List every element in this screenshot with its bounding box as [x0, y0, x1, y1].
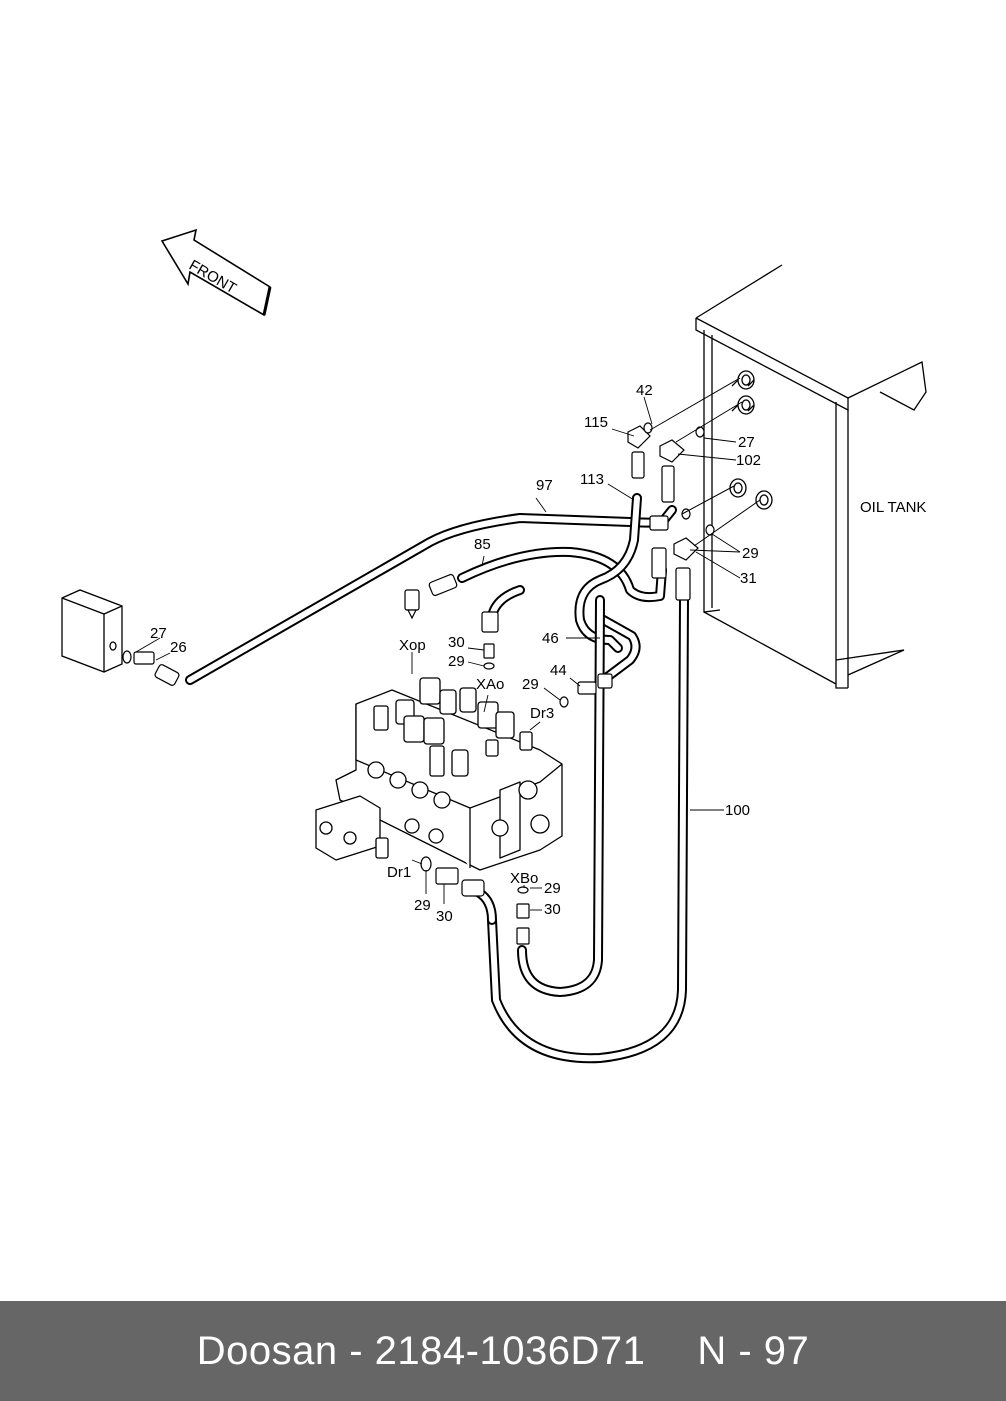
callout-102: 102 — [736, 452, 761, 469]
callout-44: 44 — [550, 662, 567, 679]
port-label-dr1: Dr1 — [387, 864, 411, 881]
port-label-dr3: Dr3 — [530, 705, 554, 722]
callout-29-dr3: 29 — [522, 676, 539, 693]
callout-85: 85 — [474, 536, 491, 553]
hydraulic-parts-diagram: FRONT OIL TANK — [61, 228, 927, 1064]
hose-return-loop — [517, 595, 605, 997]
port-label-xop: Xop — [399, 637, 426, 654]
callout-29-xop: 29 — [448, 653, 465, 670]
tank-port-upper-1 — [731, 370, 755, 390]
callout-30-xop: 30 — [448, 634, 465, 651]
fittings — [122, 422, 715, 945]
front-arrow: FRONT — [160, 228, 272, 317]
callout-26: 26 — [170, 639, 187, 656]
hose-100 — [487, 595, 689, 1064]
callout-30-dr1: 30 — [436, 908, 453, 925]
callout-100: 100 — [725, 802, 750, 819]
hose-113 — [574, 493, 642, 653]
tank-port-lower-2 — [755, 490, 773, 510]
tank-lines — [649, 377, 761, 547]
port-label-xao: XAo — [476, 676, 504, 693]
callout-29-xbo: 29 — [544, 880, 561, 897]
footer-part-number: 2184-1036D71 — [374, 1328, 646, 1373]
callout-113: 113 — [580, 471, 604, 488]
footer-brand: Doosan — [196, 1328, 338, 1373]
footer-page-ref: N - 97 — [697, 1328, 810, 1373]
callout-29-dr1: 29 — [414, 897, 431, 914]
oil-tank — [695, 264, 927, 689]
callout-115: 115 — [584, 414, 608, 431]
callout-42: 42 — [636, 382, 653, 399]
hose-85 — [457, 546, 667, 603]
leader-lines — [135, 396, 741, 911]
pilot-box — [61, 589, 123, 673]
callout-97: 97 — [536, 477, 553, 494]
callout-30-xbo: 30 — [544, 901, 561, 918]
footer-bar: Doosan - 2184-1036D71 N - 97 — [0, 1301, 1006, 1401]
tank-port-upper-2 — [731, 395, 755, 415]
callout-27-box: 27 — [150, 625, 167, 642]
callout-27-tank: 27 — [738, 434, 755, 451]
tank-port-lower-1 — [729, 478, 747, 498]
callout-46: 46 — [542, 630, 559, 647]
callout-29-tank: 29 — [742, 545, 759, 562]
port-label-xbo: XBo — [510, 870, 538, 887]
footer-separator: - — [337, 1328, 375, 1373]
callout-31: 31 — [740, 570, 757, 587]
control-valve — [315, 677, 563, 871]
hose-46 — [595, 613, 641, 683]
oil-tank-label: OIL TANK — [860, 499, 926, 516]
